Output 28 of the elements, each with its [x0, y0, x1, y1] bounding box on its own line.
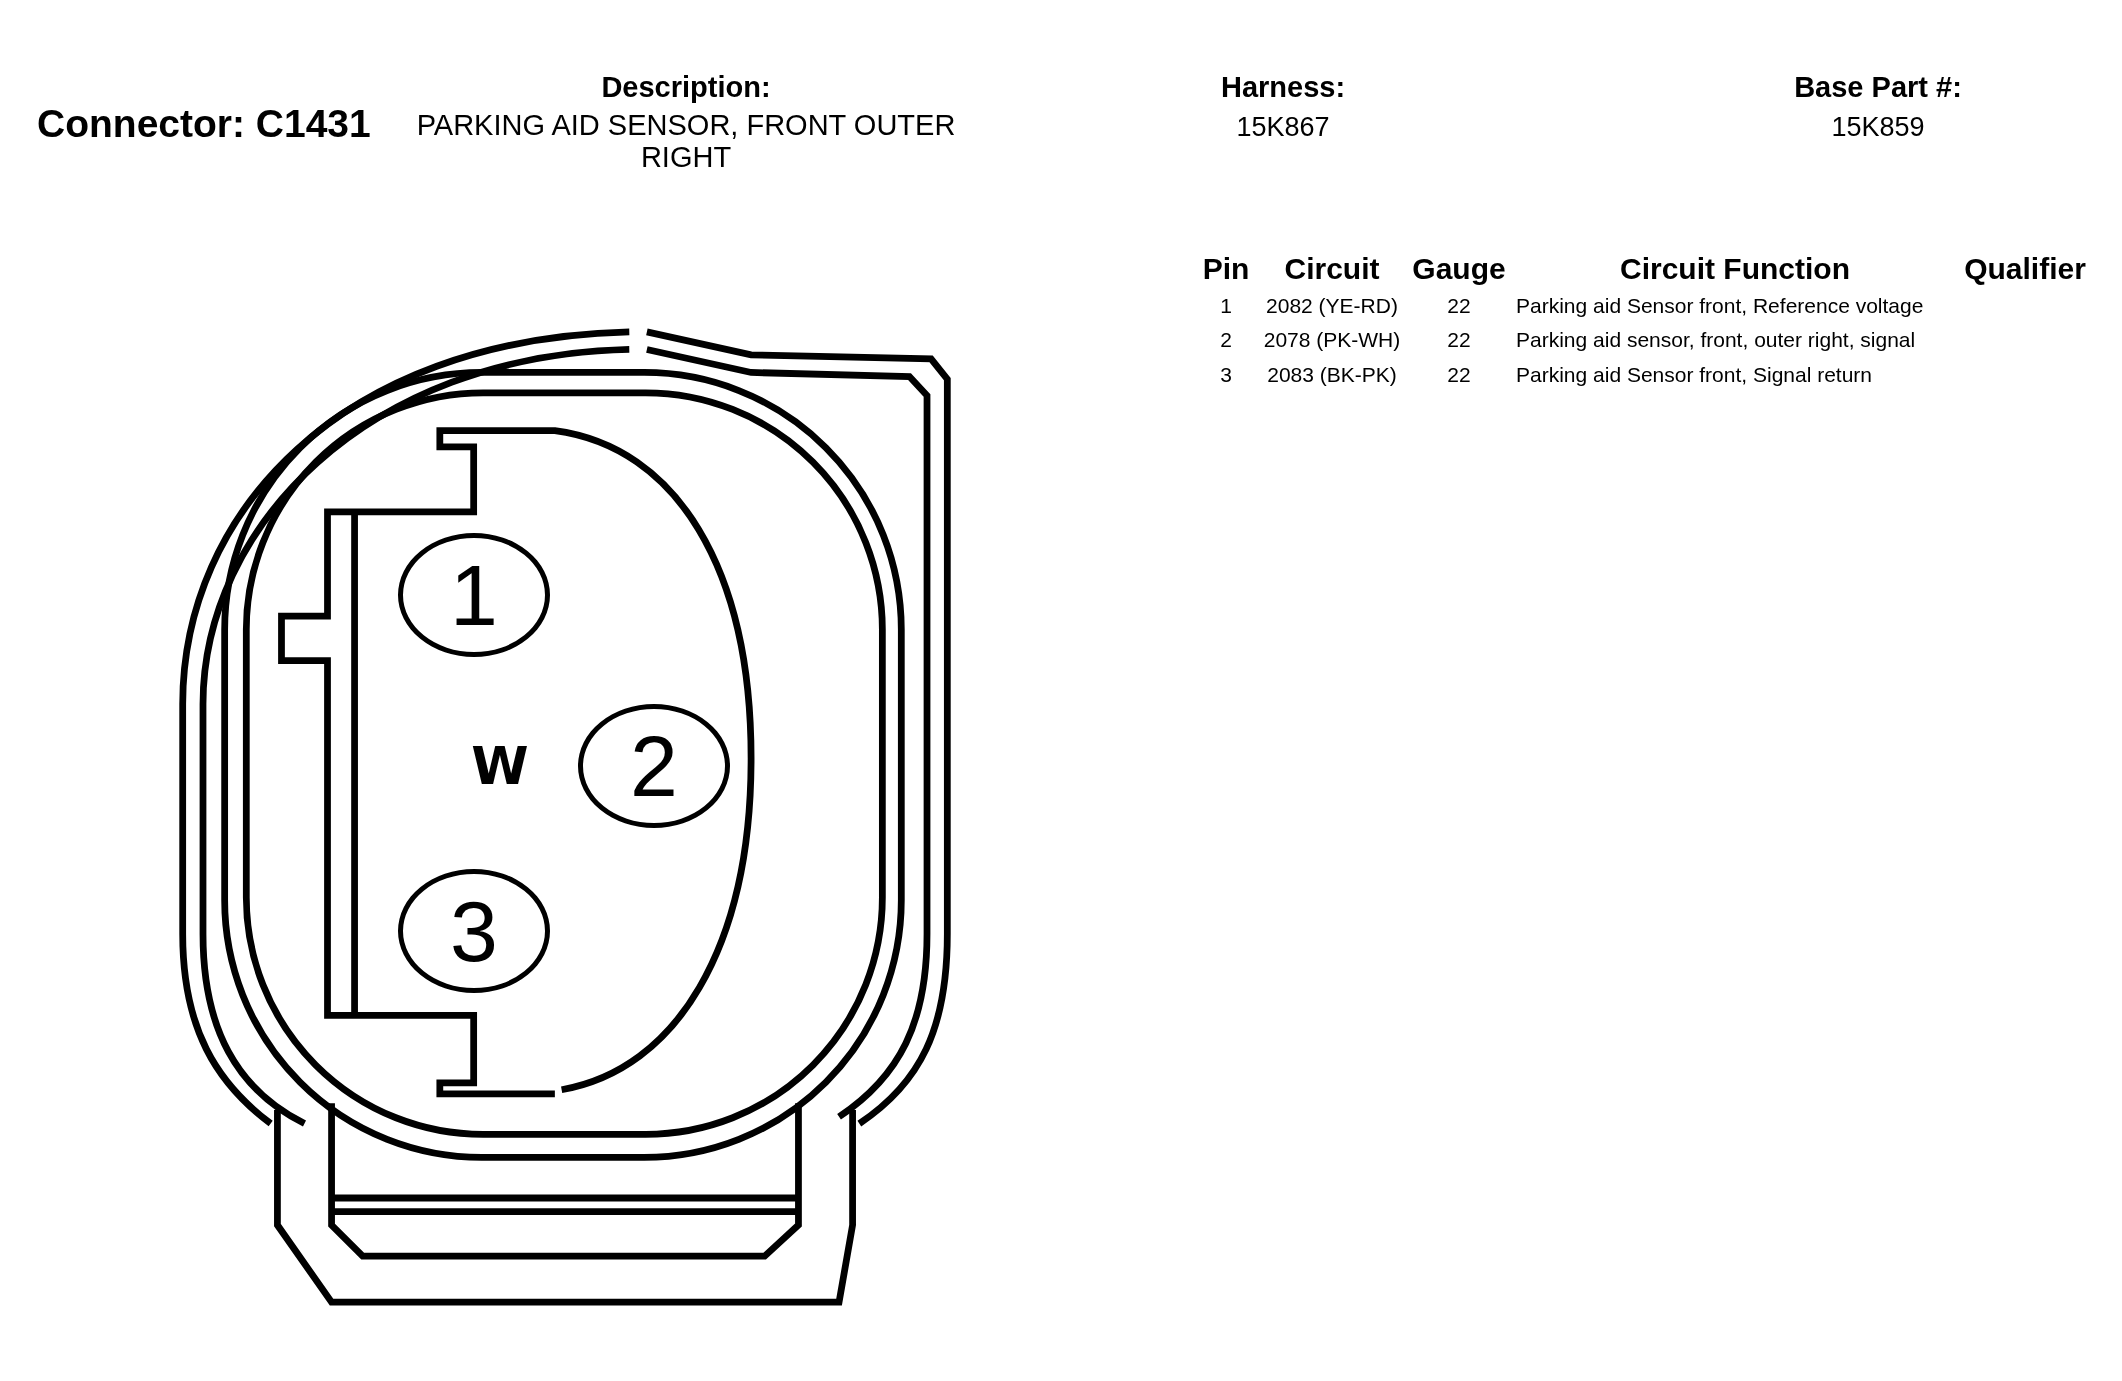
column-header: Circuit Function — [1620, 252, 1850, 285]
harness-number: 15K867 — [1236, 113, 1330, 143]
column-header: Qualifier — [1964, 252, 2086, 285]
description-text: PARKING AID SENSOR, FRONT OUTER RIGHT — [415, 110, 957, 174]
table-cell-text: 2083 (BK-PK) — [1267, 363, 1397, 387]
column-header: Circuit — [1284, 252, 1380, 285]
table-cell-text: Parking aid sensor, front, outer right, signal — [1516, 328, 1916, 352]
table-cell-text: 22 — [1447, 294, 1471, 318]
pin-number: 1 — [450, 552, 498, 638]
cavity-marker: W — [471, 738, 529, 796]
table-cell-text: Parking aid Sensor front, Reference voltage — [1516, 294, 1924, 318]
table-cell-text: 2082 (YE-RD) — [1266, 294, 1398, 318]
table-cell-text: 22 — [1447, 328, 1471, 352]
table-cell-text: 2 — [1220, 328, 1232, 352]
table-cell-text: 2078 (PK-WH) — [1263, 328, 1401, 352]
table-cell-text: 1 — [1220, 294, 1232, 318]
column-header: Pin — [1202, 252, 1250, 285]
field-heading: Harness: — [1220, 72, 1346, 104]
table-cell-text: Parking aid Sensor front, Signal return — [1516, 363, 1873, 387]
table-cell-text: 3 — [1220, 363, 1232, 387]
table-cell-text: 22 — [1447, 363, 1471, 387]
pin-number: 3 — [450, 888, 498, 974]
connector-title: Connector: C1431 — [37, 103, 371, 146]
column-header: Gauge — [1412, 252, 1506, 285]
field-heading: Base Part #: — [1794, 72, 1962, 104]
pin-number: 2 — [630, 723, 678, 809]
part-number: 15K859 — [1831, 113, 1925, 143]
field-heading: Description: — [601, 72, 771, 104]
